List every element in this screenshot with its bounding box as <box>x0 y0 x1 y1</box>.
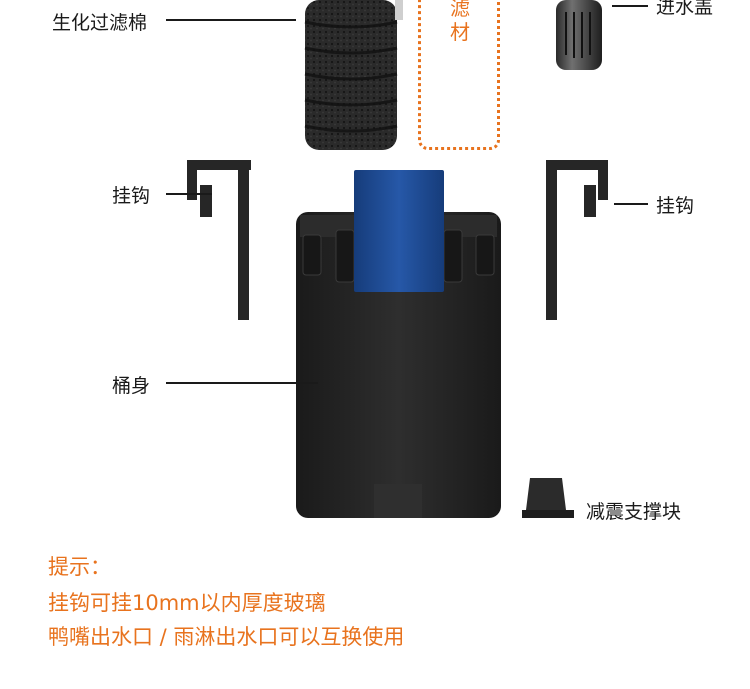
label-intake-cover: 进水盖 <box>656 0 714 18</box>
label-hook-left: 挂钩 <box>112 185 151 207</box>
label-shock-block: 减震支撑块 <box>586 501 682 523</box>
filter-media-region <box>418 0 500 150</box>
left-hook <box>187 160 251 320</box>
leader-hook-right <box>614 203 648 205</box>
right-hook <box>546 160 608 320</box>
notes-line-2: 鸭嘴出水口 / 雨淋出水口可以互换使用 <box>48 625 405 649</box>
leader-intake <box>612 5 648 7</box>
filter-media-char-1: 滤 <box>450 0 470 20</box>
filter-body <box>296 212 501 518</box>
leader-sponge <box>166 19 296 21</box>
filter-media-char-2: 材 <box>450 20 470 44</box>
notes-line-1: 挂钩可挂10mm以内厚度玻璃 <box>48 591 326 615</box>
leader-hook-left <box>166 193 212 195</box>
leader-body <box>166 382 318 384</box>
notes-title: 提示： <box>48 555 111 579</box>
sponge-filter <box>304 0 403 150</box>
shock-block <box>522 478 574 518</box>
intake-cover <box>556 0 602 70</box>
blue-cap <box>354 170 444 292</box>
label-hook-right: 挂钩 <box>656 195 695 217</box>
label-sponge: 生化过滤棉 <box>52 12 148 34</box>
label-body: 桶身 <box>112 375 151 397</box>
